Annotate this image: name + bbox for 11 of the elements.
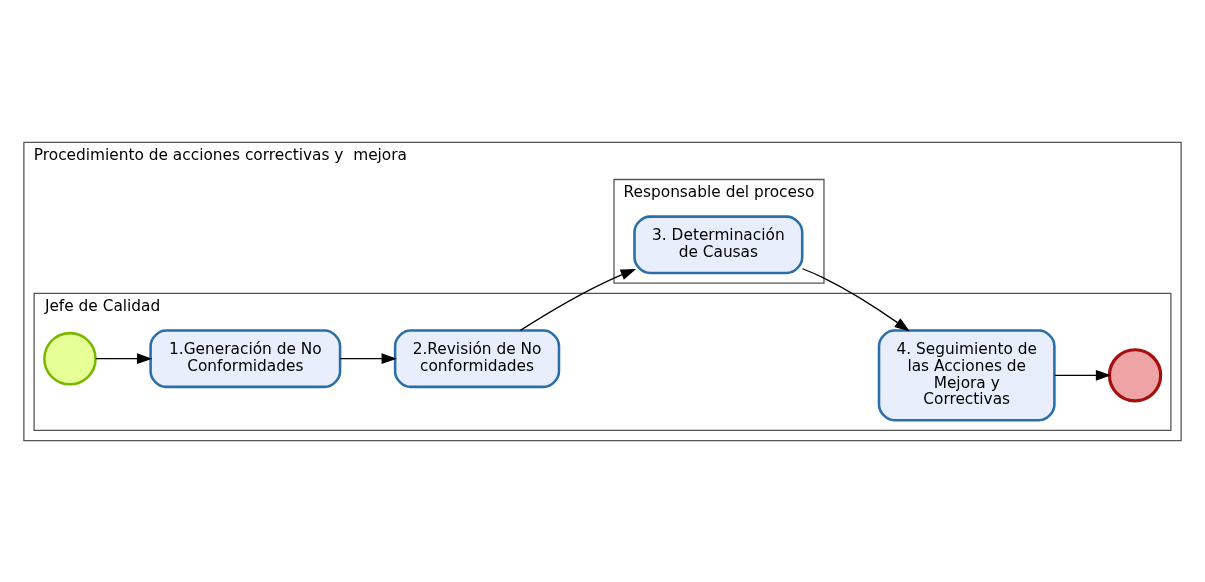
arrow (95, 352, 153, 364)
node-box: 1.Generación de No Conformidades (149, 328, 342, 388)
arrow (801, 267, 910, 331)
node-circle (1107, 347, 1163, 403)
arrow (1054, 369, 1112, 381)
arrow (519, 268, 637, 331)
node-circle (43, 331, 97, 386)
node-box: 2.Revisión de No conformidades (393, 328, 561, 388)
arrow (339, 352, 397, 364)
node-box: 4. Seguimiento de las Acciones de Mejora y Correctivas (877, 328, 1056, 421)
node-box: 3. Determinación de Causas (633, 214, 804, 274)
